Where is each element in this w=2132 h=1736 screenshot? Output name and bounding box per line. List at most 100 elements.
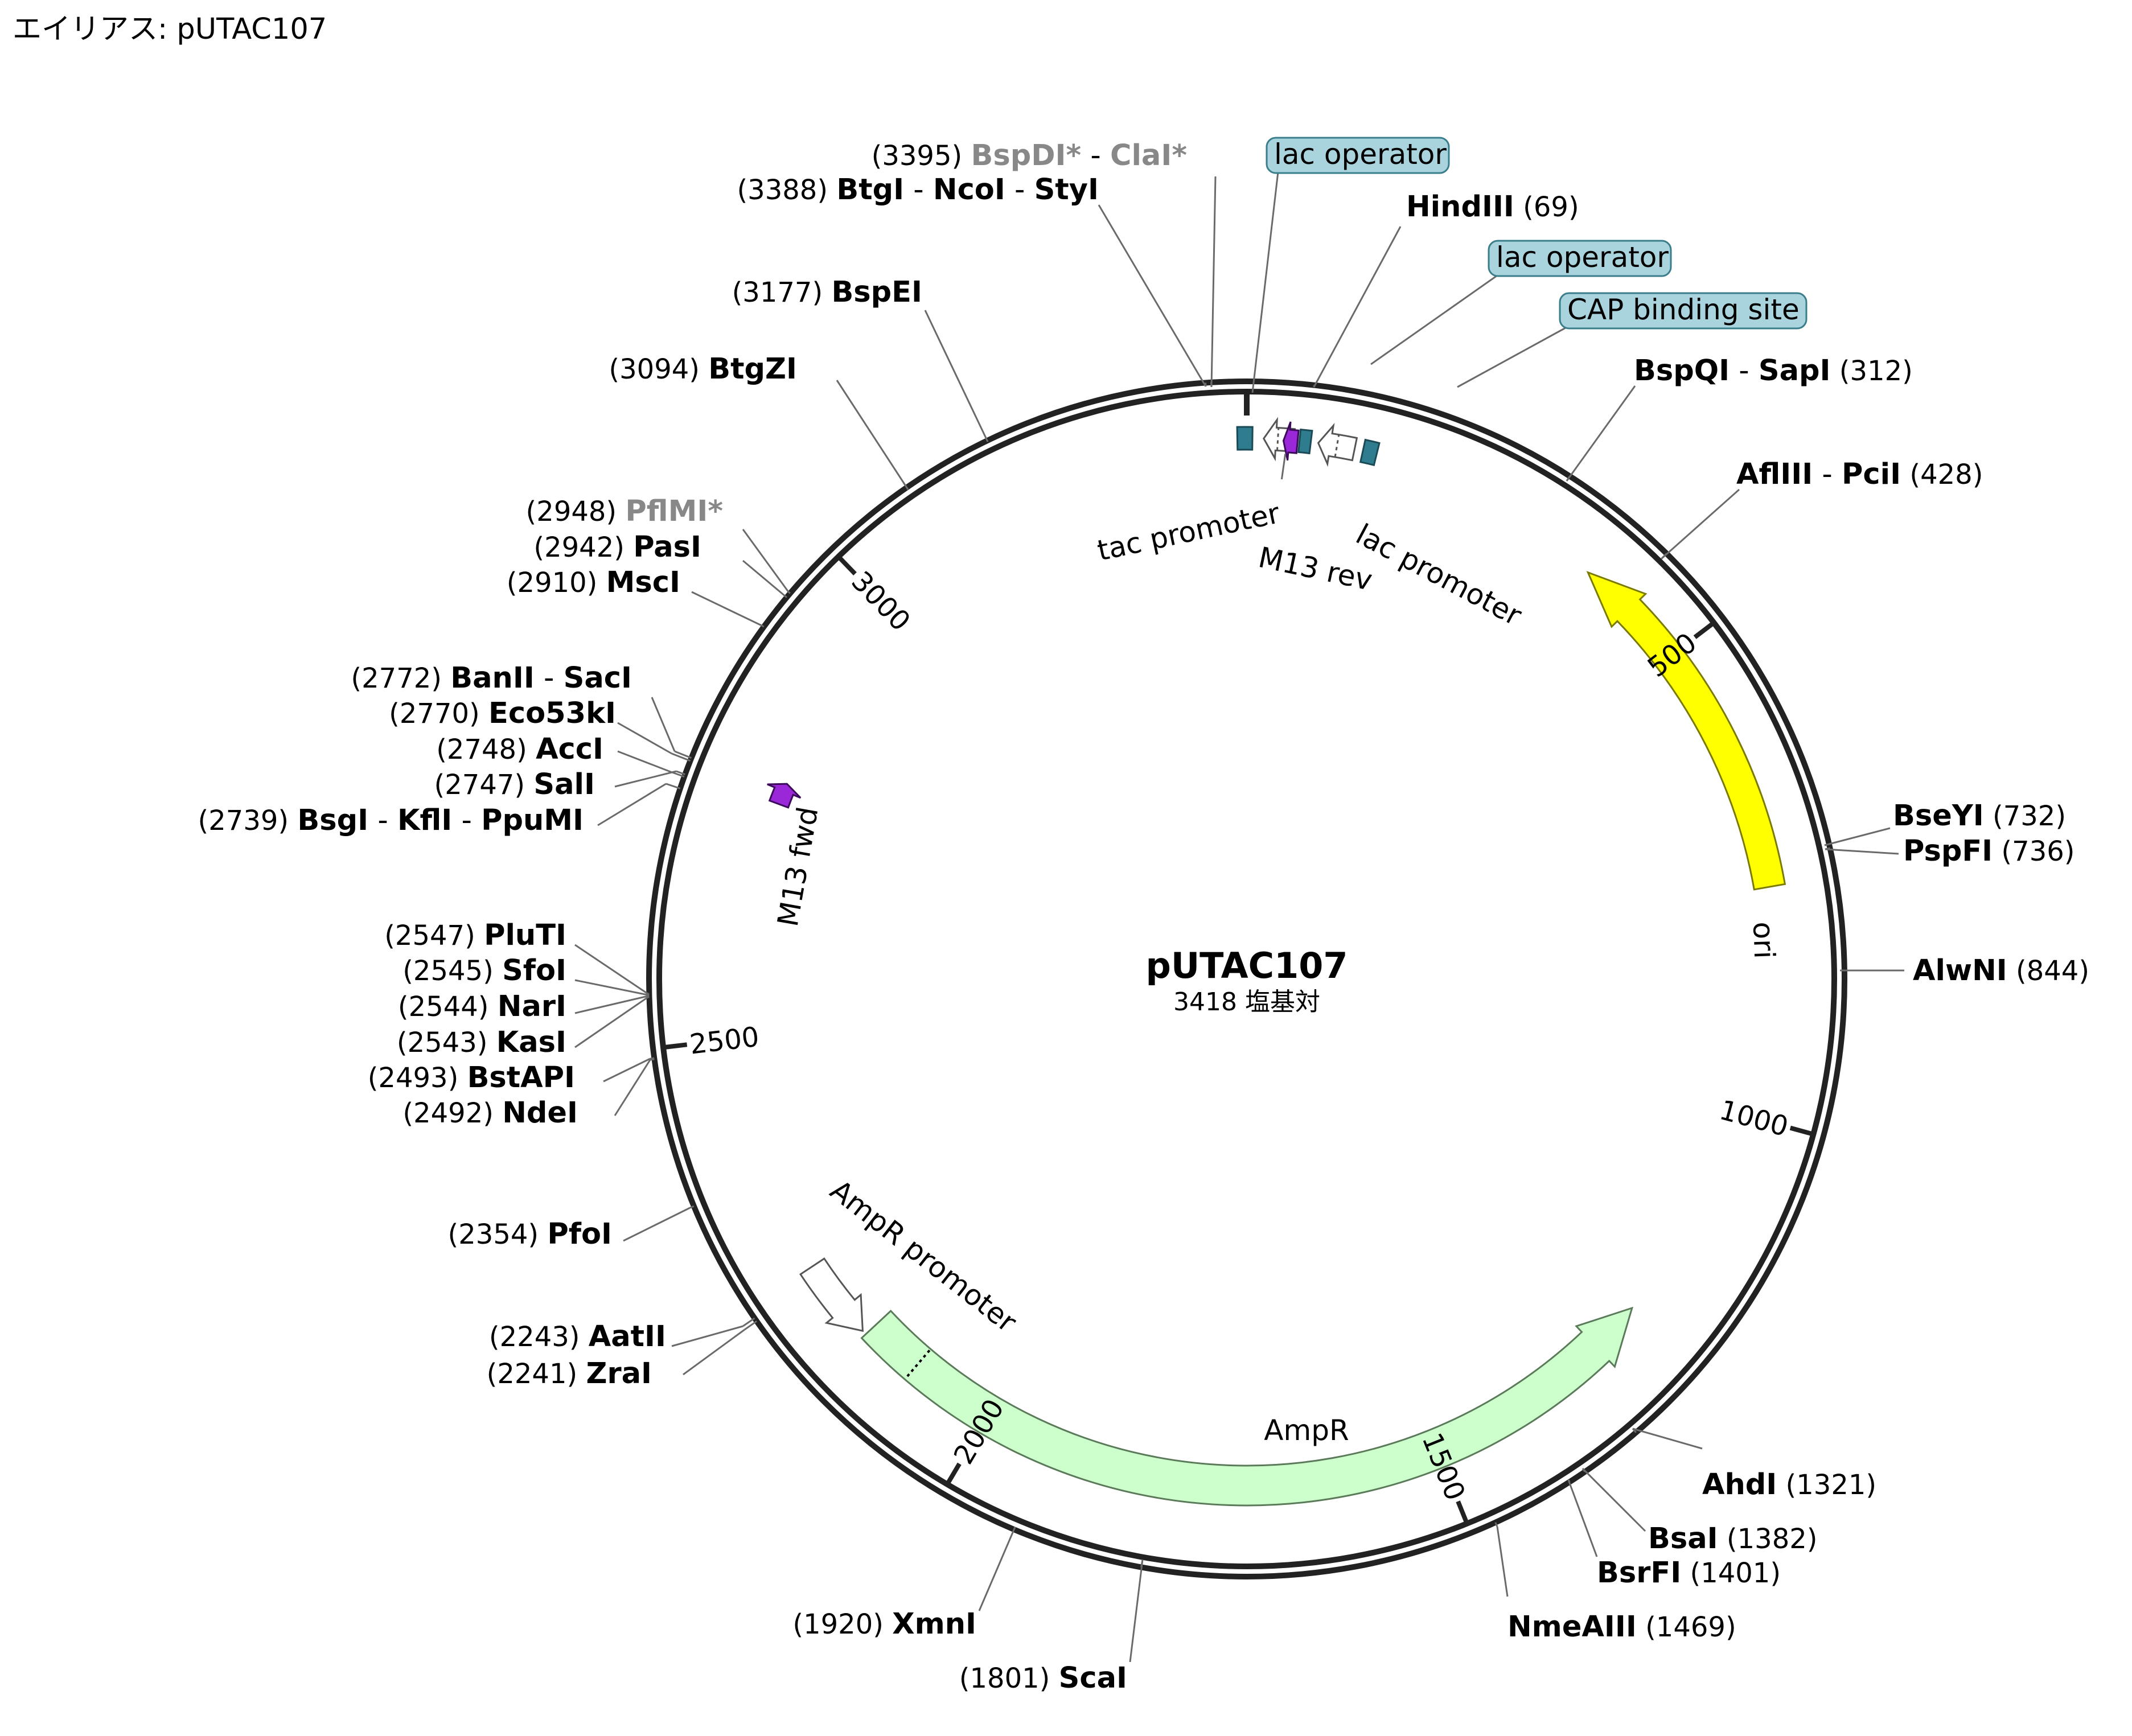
site-leader-ahdi — [1632, 1428, 1703, 1450]
lac-promoter-feature[interactable] — [1317, 422, 1358, 467]
site-position: (1382) — [1718, 1523, 1818, 1555]
ampr-promoter-feature[interactable] — [799, 1257, 864, 1332]
ampr-feature[interactable] — [860, 1306, 1634, 1507]
site-label-hindiii[interactable]: HindIII (69) — [1406, 190, 1579, 224]
site-position: (2748) — [436, 734, 536, 766]
cap-binding-site-bubble[interactable]: CAP binding site — [1559, 292, 1808, 330]
site-label-bseyi[interactable]: BseYI (732) — [1893, 799, 2066, 833]
site-label-banii[interactable]: (2772) BanII - SacI — [351, 661, 632, 695]
site-label-sfoi[interactable]: (2545) SfoI — [402, 954, 566, 988]
site-label-bspei[interactable]: (3177) BspEI — [732, 275, 922, 309]
site-position: (69) — [1514, 191, 1579, 223]
site-label-bspdi[interactable]: (3395) BspDI* - ClaI* — [872, 139, 1187, 172]
site-position: (3094) — [609, 353, 708, 385]
tick-2000 — [946, 1462, 962, 1485]
site-leader-afliii — [1661, 488, 1740, 560]
enzyme-name: XmnI — [892, 1607, 976, 1641]
enzyme-name: SapI — [1759, 354, 1831, 388]
cap-binding-site-feature[interactable] — [1359, 438, 1381, 467]
site-mark — [671, 752, 691, 762]
site-label-afliii[interactable]: AflIII - PciI (428) — [1736, 458, 1983, 491]
site-position: (2910) — [507, 567, 606, 599]
enzyme-name: BanII — [450, 661, 535, 695]
enzyme-name: BspQI — [1634, 354, 1730, 388]
site-leader-pflmi — [742, 529, 790, 593]
site-mark — [670, 771, 685, 778]
m13-fwd-primer[interactable] — [767, 783, 802, 809]
site-mark — [650, 1057, 655, 1060]
site-label-btgi[interactable]: (3388) BtgI - NcoI - StyI — [737, 173, 1099, 207]
enzyme-name: BspDI* — [971, 139, 1081, 172]
m13-rev-primer[interactable] — [1282, 421, 1300, 461]
enzyme-name: PfoI — [547, 1217, 612, 1251]
enzyme-name: KflI — [397, 804, 452, 837]
cap-binding-site-text: CAP binding site — [1567, 293, 1800, 326]
site-mark — [1210, 382, 1213, 388]
lac-operator-2-bubble[interactable]: lac operator — [1488, 240, 1672, 277]
site-label-bsgi[interactable]: (2739) BsgI - KflI - PpuMI — [198, 804, 584, 837]
site-label-nari[interactable]: (2544) NarI — [398, 990, 566, 1023]
lac-operator-1-bubble[interactable]: lac operator — [1266, 137, 1450, 174]
site-mark — [1013, 1527, 1016, 1530]
site-leader-ndei — [614, 1059, 651, 1116]
site-leader-nmeaiii — [1496, 1526, 1509, 1597]
site-label-aatii[interactable]: (2243) AatII — [489, 1320, 666, 1354]
site-label-nmeaiii[interactable]: NmeAIII (1469) — [1507, 1610, 1736, 1644]
site-mark — [785, 595, 787, 598]
cap-site-leader — [1457, 327, 1566, 388]
site-label-msci[interactable]: (2910) MscI — [507, 566, 680, 599]
ori-feature[interactable] — [1586, 571, 1786, 891]
site-leader-pasi — [742, 560, 786, 598]
lac-operator-1-leader — [1251, 171, 1279, 393]
enzyme-name: AatII — [589, 1320, 666, 1354]
site-leader-zrai — [683, 1328, 745, 1376]
site-label-ahdi[interactable]: AhdI (1321) — [1702, 1468, 1876, 1501]
site-label-ndei[interactable]: (2492) NdeI — [402, 1096, 578, 1130]
enzyme-name: SacI — [564, 661, 632, 695]
lac-operator-2-feature[interactable] — [1297, 428, 1313, 455]
site-label-kasi[interactable]: (2543) KasI — [397, 1026, 566, 1059]
site-label-pluti[interactable]: (2547) PluTI — [384, 919, 566, 952]
tick-label-1000: 1000 — [1716, 1094, 1792, 1143]
site-label-pspfi[interactable]: PspFI (736) — [1903, 834, 2075, 868]
backbone-outer-strand — [646, 379, 1847, 1579]
site-position: (1469) — [1637, 1611, 1736, 1643]
site-leader-bsgi — [597, 783, 667, 826]
site-label-acci[interactable]: (2748) AccI — [436, 733, 603, 766]
site-position: (2493) — [368, 1062, 467, 1094]
site-label-bsai[interactable]: BsaI (1382) — [1648, 1522, 1818, 1556]
lac-operator-1-text: lac operator — [1274, 138, 1447, 171]
tick-1500 — [1456, 1500, 1469, 1524]
site-label-scai[interactable]: (1801) ScaI — [959, 1661, 1127, 1695]
m13-fwd-label: M13 fwd — [771, 804, 825, 929]
enzyme-name: PpuMI — [481, 804, 584, 837]
site-label-alwni[interactable]: AlwNI (844) — [1913, 954, 2089, 988]
site-mark — [1494, 1522, 1498, 1527]
site-position: (2543) — [397, 1027, 496, 1059]
site-position: (1801) — [959, 1663, 1059, 1694]
enzyme-name: BseYI — [1893, 799, 1984, 833]
restriction-sites: (3395) BspDI* - ClaI*(3388) BtgI - NcoI … — [198, 139, 2090, 1695]
site-leader-msci — [691, 591, 763, 627]
enzyme-name: StyI — [1034, 173, 1099, 207]
site-label-zrai[interactable]: (2241) ZraI — [487, 1357, 652, 1391]
site-label-pfoi[interactable]: (2354) PfoI — [448, 1217, 612, 1251]
feature-bubbles: lac operator lac operator CAP binding si… — [1251, 137, 1808, 393]
enzyme-name: NarI — [498, 990, 566, 1023]
site-label-sali[interactable]: (2747) SalI — [434, 768, 595, 801]
site-mark — [650, 1058, 655, 1061]
site-position: (2544) — [398, 991, 498, 1023]
lac-operator-1-feature[interactable] — [1236, 426, 1254, 451]
ampr-label: AmpR — [1264, 1414, 1349, 1447]
site-leader-xmni — [978, 1527, 1016, 1611]
site-label-bstapi[interactable]: (2493) BstAPI — [368, 1061, 575, 1095]
site-label-pflmi[interactable]: (2948) PflMI* — [526, 495, 723, 528]
site-label-btgzi[interactable]: (3094) BtgZI — [609, 352, 797, 386]
site-label-pasi[interactable]: (2942) PasI — [533, 530, 701, 564]
site-label-bspqi[interactable]: BspQI - SapI (312) — [1634, 354, 1913, 388]
site-leader-nari — [574, 995, 648, 1014]
site-position: (2241) — [487, 1358, 586, 1390]
site-label-bsrfi[interactable]: BsrFI (1401) — [1597, 1556, 1781, 1590]
site-label-xmni[interactable]: (1920) XmnI — [792, 1607, 976, 1641]
site-label-eco53ki[interactable]: (2770) Eco53kI — [389, 697, 616, 730]
